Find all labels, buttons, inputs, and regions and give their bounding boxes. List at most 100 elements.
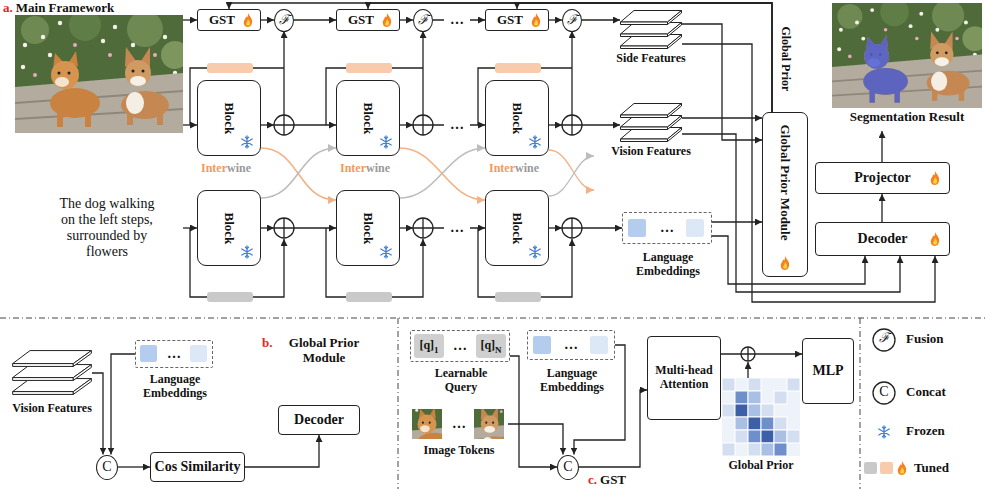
panel-letter: b. (262, 336, 272, 351)
node-text: … (660, 220, 674, 236)
global-prior-map: Global Prior (722, 378, 800, 456)
frozen-block: Block (485, 190, 549, 266)
node-text: Cos Similarity (155, 459, 241, 475)
feature-stacks (13, 11, 682, 395)
frozen-block: Block (336, 80, 400, 156)
node-text: C (102, 459, 111, 475)
connector (261, 148, 336, 200)
query-token: [q]1 (414, 334, 444, 358)
decoder-box: Decoder (815, 222, 950, 256)
panel-title: Main Framework (16, 1, 115, 16)
interwine-label: Inter (340, 162, 366, 176)
node-text: Multi-head Attention (648, 364, 720, 392)
gst-module: GST (336, 9, 400, 31)
node-text: Language Embeddings (528, 367, 616, 395)
interwine-label: Inter (201, 162, 227, 176)
connector (721, 353, 802, 354)
node-text: … (167, 346, 181, 362)
connector (92, 373, 103, 455)
node-text: Vision Features (600, 145, 702, 159)
node-text: Decoder (294, 412, 344, 428)
legend-symbol: ℱ (873, 331, 895, 346)
connector (261, 148, 336, 198)
panel-letter: a. (3, 1, 13, 16)
node-text: Language Embeddings (623, 251, 713, 279)
projector-box: Projector (815, 162, 950, 194)
fusion-circle: ℱ (413, 9, 433, 32)
global-prior-label: Global Prior (778, 14, 792, 104)
connector (294, 19, 336, 20)
interwine-label: wine (366, 162, 390, 176)
global-prior-heatmap (722, 378, 800, 456)
connector (368, 3, 772, 112)
node-text: Block (510, 102, 525, 134)
language-embeddings: …Language Embeddings (135, 340, 213, 368)
segmentation-photo (832, 0, 985, 108)
frozen-block: Block (197, 190, 261, 266)
concat-circle: C (96, 455, 118, 480)
node-text: [q] (480, 339, 495, 353)
node-text: Segmentation Result (832, 110, 982, 125)
node-text: Projector (854, 170, 910, 186)
frozen-block: Block (336, 190, 400, 266)
connector (582, 19, 620, 20)
connector (682, 44, 935, 302)
frozen-block: Block (485, 80, 549, 156)
connector (881, 194, 882, 222)
ellipsis: … (444, 116, 470, 134)
node-text: Block (222, 102, 237, 134)
tuned-adapter-bars (207, 63, 541, 302)
input-photo (15, 9, 189, 133)
node-text: MLP (812, 363, 843, 379)
connector (229, 3, 772, 112)
frozen-block: Block (197, 80, 261, 156)
node-text: Image Tokens (405, 444, 513, 458)
legend-text: Tuned (914, 461, 949, 476)
node-text: ℱ (279, 13, 290, 28)
vision-features-stack: Vision Features (620, 103, 682, 143)
connector (400, 148, 485, 200)
language-embeddings: …Language Embeddings (527, 330, 615, 360)
connector (245, 435, 319, 467)
vision-features-stack: Vision Features (12, 350, 92, 396)
side-features-stack: Side Features (620, 10, 682, 50)
connector (261, 19, 274, 20)
ellipsis: … (444, 219, 470, 237)
legend-text: Frozen (906, 424, 945, 439)
node-text: Decoder (858, 231, 908, 247)
interwine-label: wine (515, 162, 539, 176)
node-text: Language Embeddings (130, 373, 220, 401)
connector (574, 345, 625, 455)
tuned-icons (244, 13, 939, 270)
node-text: Block (361, 212, 376, 244)
connector (111, 354, 135, 455)
node-text: Block (361, 102, 376, 134)
node-text: … (452, 416, 466, 432)
global-prior-module: Global Prior Module (762, 112, 808, 277)
language-embeddings: …Language Embeddings (622, 212, 712, 244)
learnable-query: …Learnable Query[q]1[q]N (410, 330, 510, 362)
interwine-label: wine (227, 162, 251, 176)
connector (508, 424, 563, 455)
connector (881, 131, 882, 162)
node-text: Global Prior (712, 459, 810, 473)
image-tokens: …Image Tokens (410, 408, 508, 440)
node-text: Block (222, 212, 237, 244)
input-text: The dog walking on the left steps, surro… (52, 196, 162, 260)
segmentation-image: Segmentation Result (832, 3, 982, 131)
frozen-icons (242, 136, 540, 258)
panel-title: GST (600, 473, 626, 488)
panel-dividers (0, 318, 985, 489)
node-text: 1 (434, 345, 439, 355)
connector (682, 24, 762, 140)
mlp-box: MLP (802, 338, 854, 404)
node-text: Block (510, 212, 525, 244)
gst-module: GST (197, 9, 261, 31)
panel-letter: c. (588, 473, 597, 488)
decoder-box: Decoder (278, 405, 360, 435)
connector (712, 221, 762, 222)
node-text: … (564, 337, 578, 353)
connector (549, 19, 562, 20)
